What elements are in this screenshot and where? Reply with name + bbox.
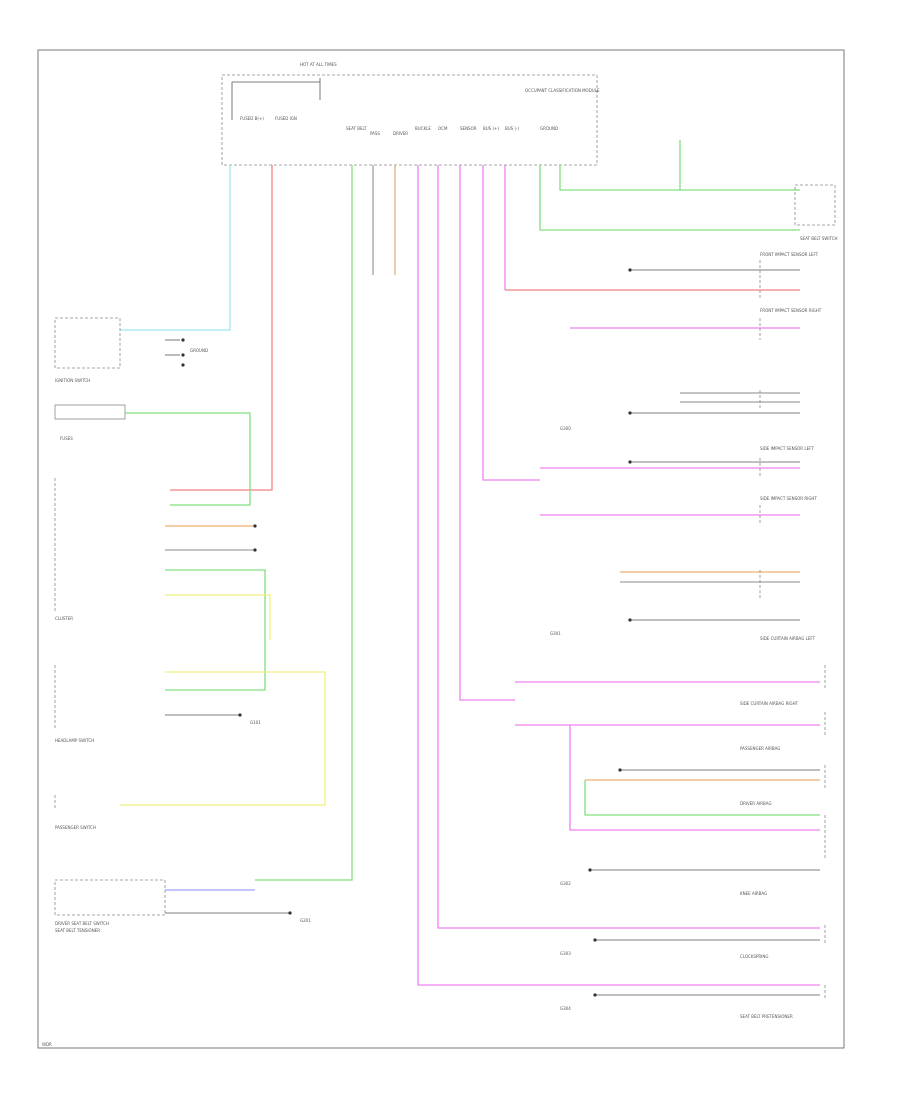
label-driver-airbag: DRIVER AIRBAG <box>740 801 772 806</box>
module-title: OCCUPANT CLASSIFICATION MODULE <box>525 88 600 93</box>
pin-label-3: SEAT BELT <box>346 126 367 131</box>
module-wires <box>120 140 820 986</box>
ground-note-2: G101 <box>250 720 261 725</box>
pin-label-4: PASS <box>370 131 380 136</box>
right-grounds: G300 G301 G302 G303 G304 <box>550 268 632 1011</box>
fuse-label: HOT AT ALL TIMES <box>300 62 337 67</box>
ign-switch-label: IGNITION SWITCH <box>55 378 90 383</box>
headlamp-switch-label: HEADLAMP SWITCH <box>55 738 94 743</box>
label-curtain-right: SIDE CURTAIN AIRBAG RIGHT <box>740 701 799 706</box>
label-curtain-left: SIDE CURTAIN AIRBAG LEFT <box>760 636 816 641</box>
ground-g304: G304 <box>560 1006 571 1011</box>
ground-g302: G302 <box>560 881 571 886</box>
ground-note-1: GROUND <box>190 348 208 353</box>
occupant-module: HOT AT ALL TIMES OCCUPANT CLASSIFICATION… <box>221 62 600 166</box>
pin-label-10: BUS (-) <box>505 126 519 131</box>
tensioner-label: SEAT BELT TENSIONER <box>55 928 100 933</box>
left-grounds: GROUND G101 G201 <box>181 338 311 923</box>
label-front-left: FRONT IMPACT SENSOR LEFT <box>760 252 819 257</box>
buckle-switch-label: SEAT BELT SWITCH <box>800 236 838 241</box>
pin-label-2: FUSED IGN <box>275 116 297 121</box>
cluster-label: CLUSTER <box>55 616 73 621</box>
pin-label-1: FUSED B(+) <box>240 116 264 121</box>
right-components: SEAT BELT SWITCH FRONT IMPACT SENSOR LEF… <box>740 184 838 1019</box>
fuses-label: FUSES <box>60 436 73 441</box>
pin-label-5: DRIVER <box>393 131 408 136</box>
right-wiring <box>505 269 820 996</box>
ground-note-3: G201 <box>300 918 311 923</box>
ground-g301: G301 <box>550 631 561 636</box>
ground-g300: G300 <box>560 426 571 431</box>
pin-label-11: GROUND <box>540 126 558 131</box>
left-components: IGNITION SWITCH FUSES CLUSTER HEADLAMP S… <box>42 317 166 1047</box>
driver-seat-belt-label: DRIVER SEAT BELT SWITCH <box>55 921 109 926</box>
pin-label-6: BUCKLE <box>415 126 431 131</box>
diagram-frame <box>37 49 845 1049</box>
pin-label-8: SENSOR <box>460 126 477 131</box>
label-clockspring: CLOCKSPRING <box>740 954 768 959</box>
bottom-left-code: WDR <box>42 1042 52 1047</box>
label-pass-airbag: PASSENGER AIRBAG <box>740 746 780 751</box>
left-wiring <box>120 339 326 914</box>
label-side-right: SIDE IMPACT SENSOR RIGHT <box>760 496 817 501</box>
pin-label-7: OCM <box>438 126 448 131</box>
label-side-left: SIDE IMPACT SENSOR LEFT <box>760 446 814 451</box>
label-pretensioner: SEAT BELT PRETENSIONER <box>740 1014 793 1019</box>
ground-g303: G303 <box>560 951 571 956</box>
label-front-right: FRONT IMPACT SENSOR RIGHT <box>760 308 822 313</box>
label-knee-airbag: KNEE AIRBAG <box>740 891 767 896</box>
passenger-switch-label: PASSENGER SWITCH <box>55 825 96 830</box>
pin-label-9: BUS (+) <box>483 126 499 131</box>
